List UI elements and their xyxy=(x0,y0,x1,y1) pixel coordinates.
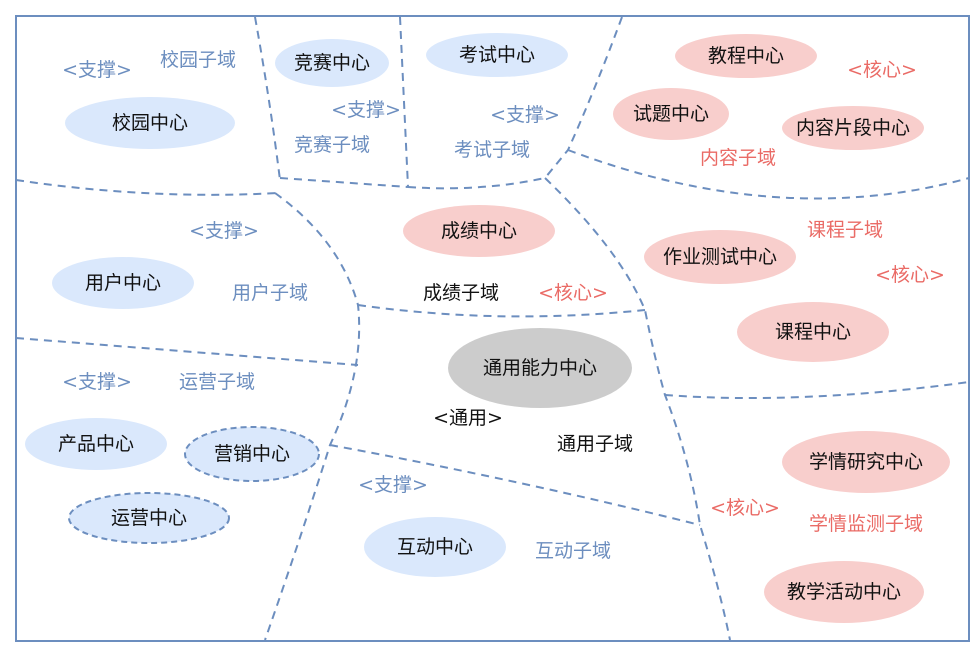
boundary-line xyxy=(399,16,409,188)
teaching-activity-center-node[interactable] xyxy=(764,561,924,623)
product-center-node[interactable] xyxy=(25,418,167,470)
boundaries xyxy=(15,16,970,641)
operation-center-node[interactable] xyxy=(68,492,230,544)
user-center-node[interactable] xyxy=(52,257,194,309)
boundary-line xyxy=(329,444,701,526)
tutorial-center-node[interactable] xyxy=(675,34,817,78)
tutorial-center-label: 教程中心 xyxy=(708,45,784,67)
campus-center-node[interactable] xyxy=(65,97,235,149)
course-center-label: 课程中心 xyxy=(775,321,851,343)
campus-subdomain-label: 校园子域 xyxy=(160,49,236,71)
exam-subdomain-label: 考试子域 xyxy=(454,139,530,161)
content-subdomain-label: 内容子域 xyxy=(700,147,776,169)
general-subdomain-label: 通用子域 xyxy=(557,433,633,455)
operation-tag: <支撑> xyxy=(62,371,132,393)
general-center-label: 通用能力中心 xyxy=(483,357,597,379)
course-subdomain-label: 课程子域 xyxy=(807,219,883,241)
score-center-node[interactable] xyxy=(403,205,555,257)
content-tag: <核心> xyxy=(847,59,917,81)
content-fragment-center-node[interactable] xyxy=(782,106,924,150)
boundary-line xyxy=(544,16,623,179)
score-center-label: 成绩中心 xyxy=(441,220,517,242)
learning-monitor-subdomain-label: 学情监测子域 xyxy=(809,513,923,535)
user-center-label: 用户中心 xyxy=(85,272,161,294)
competition-subdomain-label: 竞赛子域 xyxy=(294,134,370,156)
boundary-line xyxy=(357,304,646,318)
teaching-activity-center-label: 教学活动中心 xyxy=(787,581,901,603)
interaction-tag: <支撑> xyxy=(358,474,428,496)
competition-center-label: 竞赛中心 xyxy=(294,52,370,74)
boundary-line xyxy=(664,381,970,400)
competition-center-node[interactable] xyxy=(275,39,389,87)
campus-tag: <支撑> xyxy=(62,59,132,81)
boundary-line xyxy=(15,337,359,366)
interaction-subdomain-label: 互动子域 xyxy=(535,540,611,562)
labels: <支撑> 校园子域 <支撑> 竞赛子域 <支撑> 考试子域 <核心> 内容子域 … xyxy=(62,49,945,562)
interaction-center-label: 互动中心 xyxy=(397,536,473,558)
score-subdomain-label: 成绩子域 xyxy=(423,282,499,304)
boundary-line xyxy=(407,177,546,190)
marketing-center-node[interactable] xyxy=(184,426,320,482)
content-fragment-center-label: 内容片段中心 xyxy=(796,117,910,139)
course-center-node[interactable] xyxy=(737,302,889,362)
boundary-line xyxy=(279,177,409,188)
boundary-line xyxy=(264,192,361,641)
question-center-node[interactable] xyxy=(613,88,729,140)
homework-center-label: 作业测试中心 xyxy=(663,246,777,268)
learning-research-center-node[interactable] xyxy=(782,431,950,493)
user-subdomain-label: 用户子域 xyxy=(232,282,308,304)
general-center-node[interactable] xyxy=(448,328,632,408)
general-tag: <通用> xyxy=(433,407,503,429)
exam-center-label: 考试中心 xyxy=(459,44,535,66)
learning-research-center-label: 学情研究中心 xyxy=(809,451,923,473)
exam-center-node[interactable] xyxy=(426,33,568,77)
boundary-line xyxy=(254,16,281,181)
homework-center-node[interactable] xyxy=(644,230,796,284)
course-tag: <核心> xyxy=(875,264,945,286)
user-tag: <支撑> xyxy=(189,220,259,242)
operation-center-label: 运营中心 xyxy=(111,507,187,529)
centers: 校园中心 竞赛中心 考试中心 教程中心 试题中心 内容片段中心 用户中心 成绩中… xyxy=(25,33,950,623)
marketing-center-label: 营销中心 xyxy=(214,443,290,465)
campus-center-label: 校园中心 xyxy=(112,112,188,134)
interaction-center-node[interactable] xyxy=(364,517,506,577)
operation-subdomain-label: 运营子域 xyxy=(179,371,255,393)
product-center-label: 产品中心 xyxy=(58,433,134,455)
question-center-label: 试题中心 xyxy=(633,103,709,125)
boundary-line xyxy=(15,179,279,196)
learning-monitor-tag: <核心> xyxy=(710,497,780,519)
competition-tag: <支撑> xyxy=(331,99,401,121)
boundary-line xyxy=(567,149,970,200)
exam-tag: <支撑> xyxy=(490,104,560,126)
score-tag: <核心> xyxy=(538,282,608,304)
